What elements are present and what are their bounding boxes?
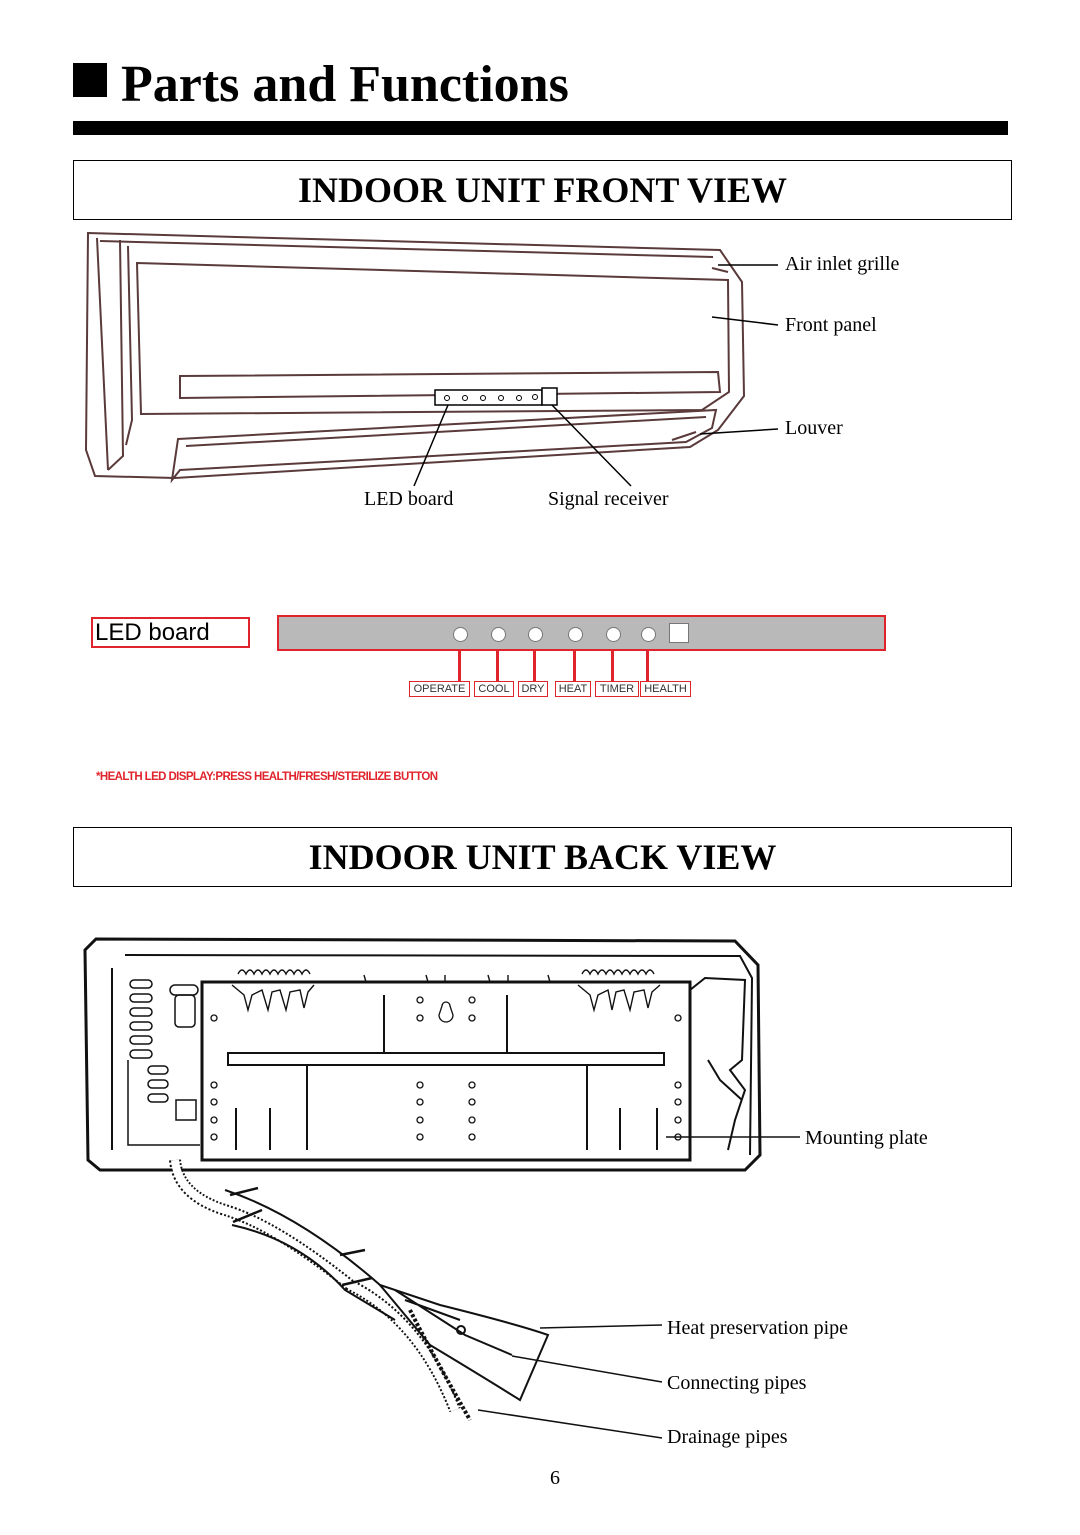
health-leader	[646, 651, 649, 681]
health-led-note: *HEALTH LED DISPLAY:PRESS HEALTH/FRESH/S…	[96, 771, 438, 783]
indicator-tag-operate: OPERATE	[409, 681, 470, 697]
square-bullet-icon	[73, 63, 107, 97]
indicator-tag-health: HEALTH	[640, 681, 691, 697]
back-view-heading: INDOOR UNIT BACK VIEW	[73, 827, 1012, 887]
page-title-text: Parts and Functions	[121, 56, 569, 113]
front-panel-label: Front panel	[785, 314, 877, 336]
signal-receiver-window-icon	[669, 623, 689, 643]
mounting-plate-label: Mounting plate	[805, 1127, 928, 1149]
indicator-tag-timer: TIMER	[595, 681, 639, 697]
signal-receiver-label: Signal receiver	[548, 488, 669, 510]
indoor-unit-front-illustration	[84, 231, 779, 487]
indicator-tag-dry: DRY	[518, 681, 548, 697]
cool-led-icon	[491, 627, 506, 642]
dry-leader	[533, 651, 536, 681]
led-board-title: LED board	[91, 617, 250, 648]
drainage-pipes-label: Drainage pipes	[667, 1426, 788, 1448]
connecting-pipes-label: Connecting pipes	[667, 1372, 807, 1394]
operate-led-icon	[453, 627, 468, 642]
timer-leader	[611, 651, 614, 681]
louver-label: Louver	[785, 417, 843, 439]
air-inlet-grille-label: Air inlet grille	[785, 253, 900, 275]
operate-leader	[458, 651, 461, 681]
indicator-tag-cool: COOL	[474, 681, 514, 697]
page-number: 6	[550, 1467, 560, 1489]
health-led-icon	[641, 627, 656, 642]
heat-led-icon	[568, 627, 583, 642]
title-rule	[73, 121, 1008, 135]
heat-leader	[573, 651, 576, 681]
cool-leader	[496, 651, 499, 681]
indoor-unit-back-illustration	[83, 937, 800, 1439]
heat-preservation-pipe-label: Heat preservation pipe	[667, 1317, 849, 1339]
indicator-tag-heat: HEAT	[555, 681, 591, 697]
dry-led-icon	[528, 627, 543, 642]
led-board-panel	[277, 615, 886, 651]
led-board-label: LED board	[364, 488, 454, 510]
page-title: Parts and Functions	[73, 55, 569, 115]
front-view-heading: INDOOR UNIT FRONT VIEW	[73, 160, 1012, 220]
timer-led-icon	[606, 627, 621, 642]
